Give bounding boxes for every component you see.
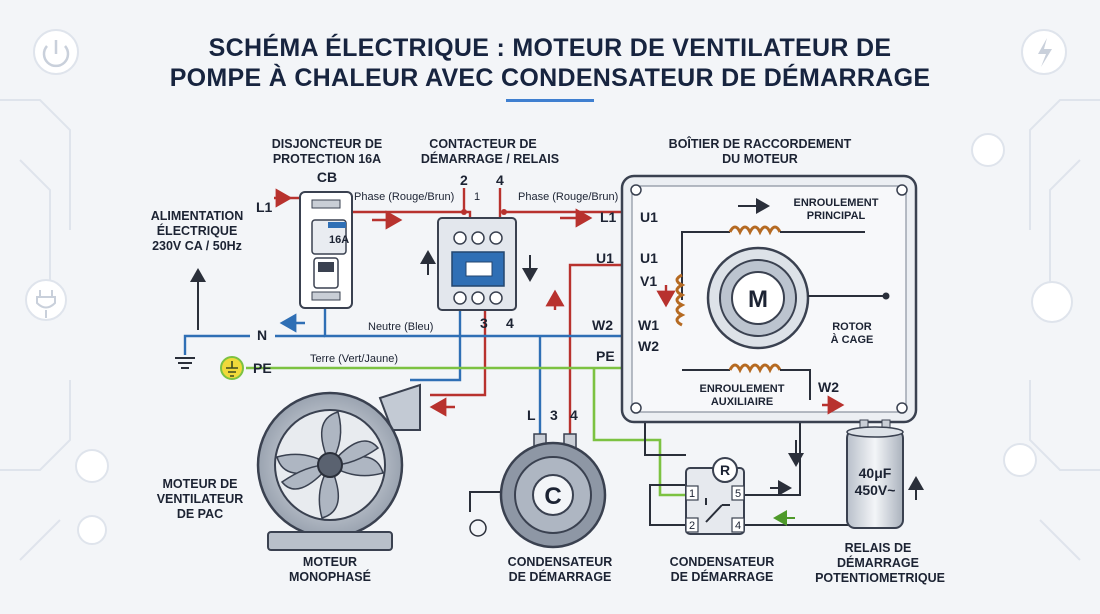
contactor-label-1: CONTACTEUR DE — [429, 137, 536, 151]
neutral-wire-label: Neutre (Bleu) — [368, 321, 433, 333]
junction-box-label-1: BOÎTIER DE RACCORDEMENT — [669, 136, 852, 151]
supply-label-1: ALIMENTATION — [151, 209, 244, 223]
contactor-terminal-4: 4 — [496, 172, 504, 188]
contactor-terminal-2: 2 — [460, 172, 468, 188]
run-capacitor-label-1: RELAIS DE — [845, 541, 912, 555]
capacitor-label-1: CONDENSATEUR — [508, 555, 613, 569]
breaker-rating: 16A — [329, 234, 349, 246]
rotor-label-1: ROTOR — [832, 321, 872, 333]
gear-icon — [75, 449, 109, 483]
capacitor-label-2: DE DÉMARRAGE — [509, 569, 612, 584]
chip-icon — [1031, 281, 1073, 323]
contactor-label-2: DÉMARRAGE / RELAIS — [421, 151, 559, 166]
capacitor-symbol: C — [544, 483, 561, 510]
start-capacitor: L 3 4 C CONDENSATEUR DE DÉMARRAGE — [469, 407, 613, 584]
relay-symbol: R — [720, 462, 730, 478]
breaker-label-2: PROTECTION 16A — [273, 152, 381, 166]
relay-label-2: DE DÉMARRAGE — [671, 569, 774, 584]
terminal-w1: W1 — [638, 317, 659, 333]
phase-wire-label-right: Phase (Rouge/Brun) — [518, 191, 618, 203]
fan-label-1: MOTEUR DE — [163, 477, 238, 491]
neutral-wires — [175, 306, 670, 448]
run-capacitor-voltage: 450V~ — [855, 482, 896, 498]
ext-pe-label: PE — [596, 348, 615, 364]
fan-bottom-label-2: MONOPHASÉ — [289, 569, 371, 584]
aux-winding-label-2: AUXILIAIRE — [711, 396, 773, 408]
plug-icon — [25, 279, 67, 321]
supply-n-label: N — [257, 327, 267, 343]
supply-pe-label: PE — [253, 360, 272, 376]
run-capacitor: 40μF 450V~ RELAIS DE DÉMARRAGE POTENTIOM… — [788, 419, 945, 585]
rotor-label-2: À CAGE — [831, 333, 874, 346]
terminal-u1-a: U1 — [640, 209, 658, 225]
background-decoration — [0, 29, 1100, 561]
ext-w2-label: W2 — [592, 317, 613, 333]
title-line-2: POMPE À CHALEUR AVEC CONDENSATEUR DE DÉM… — [170, 63, 931, 92]
run-capacitor-label-2: DÉMARRAGE — [837, 555, 919, 570]
breaker-label-1: DISJONCTEUR DE — [272, 137, 382, 151]
gear-icon — [1003, 443, 1037, 477]
run-capacitor-label-3: POTENTIOMETRIQUE — [815, 571, 945, 585]
circuit-breaker: DISJONCTEUR DE PROTECTION 16A CB 16A — [272, 137, 382, 309]
supply-l1-label: L1 — [256, 199, 273, 215]
run-capacitor-value: 40μF — [859, 465, 892, 481]
terminal-u1-b: U1 — [640, 250, 658, 266]
fan-label-2: VENTILATEUR — [157, 492, 244, 506]
relay-terminal-2: 2 — [689, 520, 695, 532]
motor-junction-box: BOÎTIER DE RACCORDEMENT DU MOTEUR L1 U1 … — [592, 136, 918, 424]
junction-box-label-2: DU MOTEUR — [722, 152, 798, 166]
contactor: CONTACTEUR DE DÉMARRAGE / RELAIS 2 1 4 3… — [420, 137, 559, 331]
w2-output-label: W2 — [818, 379, 839, 395]
supply-label-3: 230V CA / 50Hz — [152, 239, 242, 253]
fan-blades — [276, 411, 384, 519]
bolt-icon — [77, 515, 107, 545]
battery-icon — [971, 133, 1005, 167]
start-relay: R 1 2 5 4 CONDENSATEUR DE DÉMARRAGE — [670, 457, 795, 584]
terminal-v1: V1 — [640, 273, 657, 289]
power-supply: ALIMENTATION ÉLECTRIQUE 230V CA / 50Hz L… — [151, 188, 293, 380]
contactor-terminal-4-bottom: 4 — [506, 315, 514, 331]
main-winding-coil — [728, 225, 782, 236]
ext-u1-label: U1 — [596, 250, 614, 266]
motor-symbol: M — [748, 286, 768, 313]
relay-label-1: CONDENSATEUR — [670, 555, 775, 569]
ext-l1-label: L1 — [600, 209, 617, 225]
main-winding-label-2: PRINCIPAL — [807, 210, 866, 222]
terminal-w2: W2 — [638, 338, 659, 354]
supply-label-2: ÉLECTRIQUE — [157, 223, 238, 238]
aux-winding-label-1: ENROULEMENT — [700, 383, 785, 395]
title-line-1: SCHÉMA ÉLECTRIQUE : MOTEUR DE VENTILATEU… — [209, 33, 892, 62]
earth-wire-label: Terre (Vert/Jaune) — [310, 353, 398, 365]
title-underline — [506, 99, 594, 102]
relay-terminal-1: 1 — [689, 488, 695, 500]
capacitor-terminal-4: 4 — [570, 407, 578, 423]
aux-winding-coil-vertical — [675, 273, 686, 327]
capacitor-terminal-3: 3 — [550, 407, 558, 423]
contactor-terminal-3: 3 — [480, 315, 488, 331]
fan-label-3: DE PAC — [177, 507, 223, 521]
fan-bottom-label-1: MOTEUR — [303, 555, 357, 569]
contactor-terminal-1: 1 — [474, 191, 480, 203]
fan-motor: MOTEUR DE VENTILATEUR DE PAC MOTEUR MONO… — [157, 383, 421, 584]
relay-terminal-4: 4 — [735, 520, 741, 532]
main-winding-label-1: ENROULEMENT — [794, 197, 879, 209]
breaker-tag: CB — [317, 169, 337, 185]
aux-winding-coil — [728, 363, 782, 374]
relay-terminal-5: 5 — [735, 488, 741, 500]
capacitor-terminal-l: L — [527, 407, 536, 423]
phase-wire-label-left: Phase (Rouge/Brun) — [354, 191, 454, 203]
